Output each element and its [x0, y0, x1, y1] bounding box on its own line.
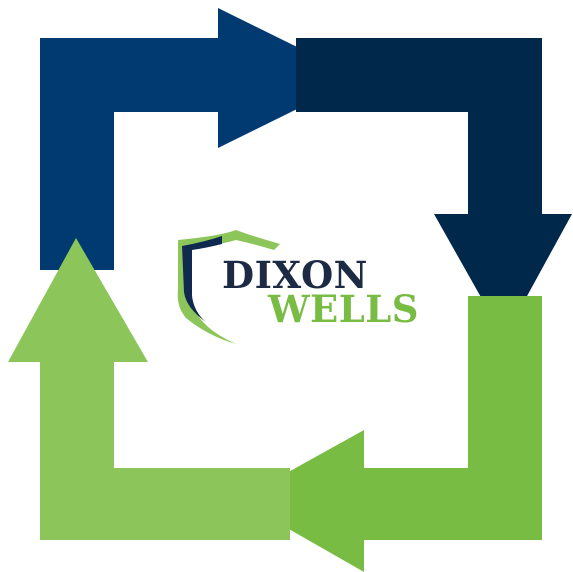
arrow-bottom-icon [238, 296, 542, 572]
shield-icon [177, 230, 280, 344]
logo-text-dixon: DIXON [222, 253, 368, 297]
arrow-top-icon [40, 8, 360, 270]
arrow-left-icon [8, 238, 290, 540]
arrow-right-icon [296, 38, 572, 338]
logo-text-wells: WELLS [267, 287, 419, 331]
